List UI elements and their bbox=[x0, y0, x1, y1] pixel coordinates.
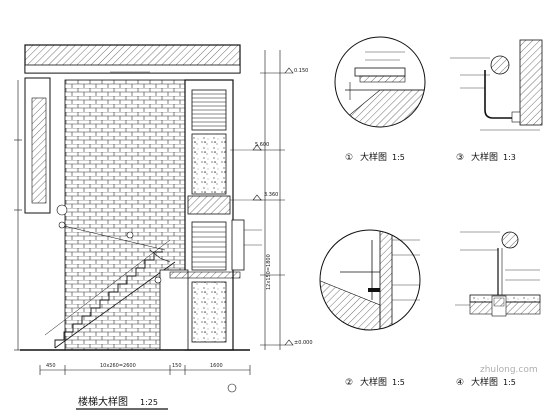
vertical-flight-dimension: 12x150=1800 bbox=[266, 254, 272, 290]
detail-2-number: ② bbox=[345, 378, 353, 388]
roof-beam bbox=[24, 64, 241, 74]
main-scale: 1:25 bbox=[140, 398, 158, 407]
detail-4-scale: 1:5 bbox=[503, 378, 516, 387]
upper-window-louvers bbox=[191, 89, 227, 131]
main-title: 楼梯大样图 bbox=[78, 395, 128, 408]
lower-panel-terrazzo bbox=[191, 281, 227, 343]
detail-2-caption: ② 大样图 1:5 bbox=[345, 376, 405, 388]
detail-4-title: 大样图 bbox=[471, 376, 498, 388]
right-dimensions bbox=[260, 50, 285, 350]
dim-bottom-mid2: 150 bbox=[172, 363, 182, 369]
dim-bottom-right: 1600 bbox=[210, 363, 223, 369]
upper-panel-terrazzo bbox=[191, 133, 227, 195]
main-title-block: 楼梯大样图 1:25 bbox=[76, 395, 168, 410]
side-box bbox=[231, 219, 245, 271]
callout-markers bbox=[56, 204, 162, 284]
detail-3 bbox=[450, 39, 543, 131]
detail-4-number: ④ bbox=[456, 378, 464, 388]
lower-window-louvers bbox=[191, 221, 227, 271]
detail-2 bbox=[319, 229, 421, 331]
section-marker bbox=[227, 383, 237, 393]
detail-3-number: ③ bbox=[456, 153, 464, 163]
detail-1-caption: ① 大样图 1:5 bbox=[345, 151, 405, 163]
detail-4 bbox=[455, 231, 541, 317]
elevation-upper: 5.600 bbox=[255, 142, 269, 148]
elevation-mid: 3.360 bbox=[264, 192, 278, 198]
watermark-text: zhulong.com bbox=[480, 365, 538, 375]
detail-4-caption: ④ 大样图 1:5 bbox=[456, 376, 516, 388]
left-dimensions bbox=[14, 80, 22, 351]
elevation-markers bbox=[252, 67, 294, 346]
bottom-dimensions bbox=[39, 365, 251, 375]
elevation-ground: ±0.000 bbox=[294, 340, 313, 346]
stair-base-block bbox=[159, 269, 189, 351]
detail-1-number: ① bbox=[345, 153, 353, 163]
left-column-section bbox=[31, 97, 47, 204]
detail-2-title: 大样图 bbox=[360, 376, 387, 388]
detail-3-scale: 1:3 bbox=[503, 153, 516, 162]
watermark: zhulong.com bbox=[480, 365, 538, 375]
dim-bottom-left: 450 bbox=[46, 363, 56, 369]
dim-bottom-mid: 10x260=2600 bbox=[100, 363, 136, 369]
detail-1-title: 大样图 bbox=[360, 151, 387, 163]
detail-3-caption: ③ 大样图 1:3 bbox=[456, 151, 516, 163]
detail-2-scale: 1:5 bbox=[392, 378, 405, 387]
stair-flight bbox=[44, 224, 176, 349]
main-stair-elevation bbox=[20, 44, 262, 351]
mid-landing-slab bbox=[187, 195, 231, 215]
detail-1-scale: 1:5 bbox=[392, 153, 405, 162]
landing-beam bbox=[169, 271, 241, 279]
elevation-top: 0.150 bbox=[294, 68, 308, 74]
detail-1 bbox=[334, 36, 426, 128]
detail-3-title: 大样图 bbox=[471, 151, 498, 163]
